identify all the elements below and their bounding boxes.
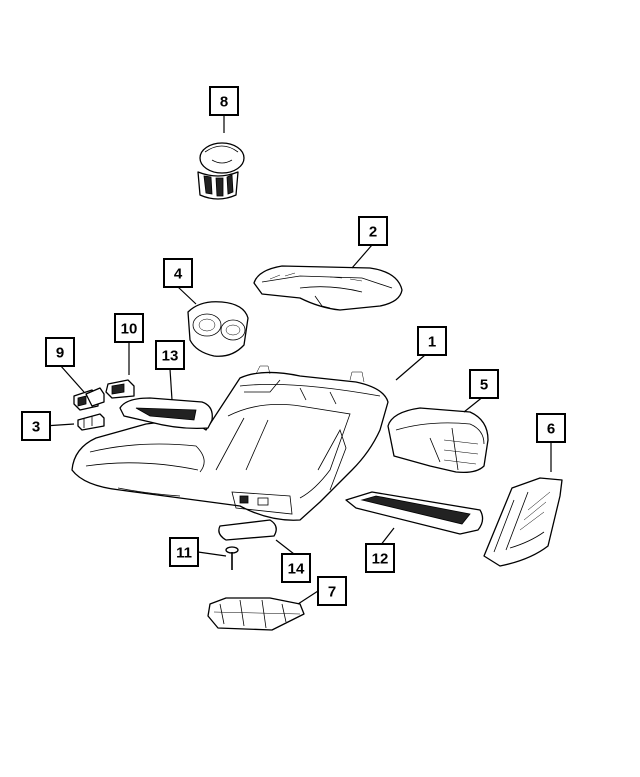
callout-1: 1 [417, 326, 447, 356]
callout-12: 12 [365, 543, 395, 573]
callout-13: 13 [155, 340, 185, 370]
part-6-side-trim [483, 477, 563, 567]
callout-13-label: 13 [162, 348, 179, 365]
callout-2-label: 2 [369, 224, 377, 241]
callout-12-label: 12 [372, 551, 389, 568]
part-4-dual-cup-holder [187, 301, 249, 357]
callout-10-label: 10 [121, 321, 138, 338]
part-12-storage-tray [345, 491, 484, 535]
callout-6: 6 [536, 413, 566, 443]
part-7-bracket [207, 597, 305, 631]
callout-9: 9 [45, 337, 75, 367]
part-13-tray-mat [119, 397, 213, 430]
callout-7-label: 7 [328, 584, 336, 601]
callout-11-label: 11 [176, 545, 192, 562]
callout-8-label: 8 [220, 94, 228, 111]
part-2-armrest-lid [253, 265, 403, 311]
part-9-switch [73, 387, 105, 411]
callout-14: 14 [281, 553, 311, 583]
callout-14-label: 14 [288, 561, 305, 578]
part-1-console-body [71, 365, 389, 521]
callout-6-label: 6 [547, 421, 555, 438]
callout-3-label: 3 [32, 419, 40, 436]
part-5-rear-bin [387, 407, 489, 474]
part-3-plug [77, 413, 105, 431]
part-11-screw [225, 546, 239, 570]
callout-2: 2 [358, 216, 388, 246]
callout-8: 8 [209, 86, 239, 116]
callout-5: 5 [469, 369, 499, 399]
callout-11: 11 [169, 537, 199, 567]
callout-3: 3 [21, 411, 51, 441]
callout-1-label: 1 [428, 334, 436, 351]
callout-10: 10 [114, 313, 144, 343]
callout-7: 7 [317, 576, 347, 606]
part-14-bezel [218, 519, 277, 541]
callout-4: 4 [163, 258, 193, 288]
callout-5-label: 5 [480, 377, 488, 394]
part-10-connector [105, 379, 135, 399]
callout-4-label: 4 [174, 266, 183, 283]
callout-9-label: 9 [56, 345, 64, 362]
part-8-cup-holder-insert [197, 142, 245, 200]
